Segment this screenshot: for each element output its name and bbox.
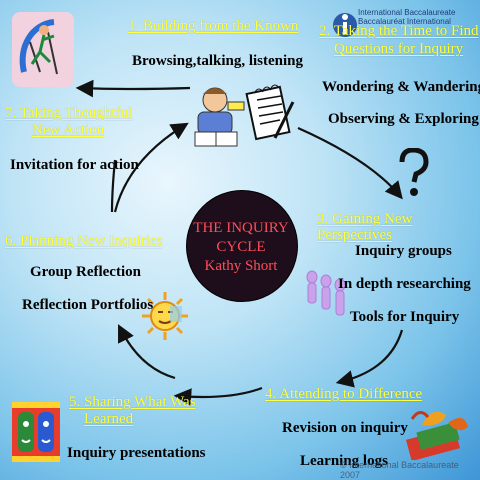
ib-logo-text: International Baccalaureate Baccalauréat…	[358, 8, 455, 26]
step2-item1: Wondering & Wandering	[322, 79, 480, 95]
arrow-6-to-7	[110, 159, 117, 213]
ib-logo-line1: International Baccalaureate	[358, 8, 456, 17]
step7-heading-line2: New Action	[32, 122, 105, 138]
step2-heading-line2: Questions for Inquiry	[334, 41, 464, 57]
climbing-person-icon	[12, 12, 74, 87]
step1-heading: 1. Building from the Known	[128, 18, 299, 34]
step3-item2: In depth researching	[338, 276, 471, 292]
step4-item2: Learning logs	[300, 453, 388, 469]
step3-item3: Tools for Inquiry	[350, 309, 460, 325]
step4-heading: 4. Attending to Difference	[265, 386, 423, 402]
ib-logo-icon	[333, 13, 357, 37]
step4-item1: Revision on inquiry	[282, 420, 408, 436]
arrow-5-to-6	[118, 324, 176, 380]
step5-heading-line2: Learned	[84, 411, 134, 427]
step7-item1: Invitation for action	[10, 157, 139, 173]
step5-item1: Inquiry presentations	[67, 445, 206, 461]
step1-item1: Browsing,talking, listening	[132, 53, 304, 69]
abstract-faces-icon	[12, 402, 60, 462]
question-mark-icon	[399, 148, 429, 196]
notepad-pencil-icon	[245, 84, 295, 141]
step2-heading-line1: 2. Taking the Time to Find	[319, 23, 479, 39]
step6-item2: Reflection Portfolios	[22, 297, 154, 313]
reading-child-icon	[194, 87, 245, 147]
step6-heading: 6. Planning New Inquiries	[5, 233, 163, 249]
arrow-2-to-3	[297, 126, 403, 200]
sun-face-icon	[142, 292, 188, 340]
step3-heading: 3. Gaining New Perspectives	[317, 211, 413, 243]
step3-item1: Inquiry groups	[355, 243, 452, 259]
step7-heading-line1: 7. Taking Thoughtful	[5, 105, 133, 121]
arrow-4-to-5	[173, 386, 263, 406]
center-author: Kathy Short	[204, 258, 278, 274]
arrow-3-to-4	[335, 329, 404, 388]
step6-item1: Group Reflection	[30, 264, 141, 280]
step5-heading-line1: 5. Sharing What Was	[69, 394, 196, 410]
copyright-watermark: © International Baccalaureate 2007	[340, 460, 459, 480]
ib-logo-line2: Baccalauréat International	[358, 17, 451, 26]
arrow-1-to-7	[75, 79, 191, 98]
books-leaf-icon	[406, 411, 468, 460]
center-title-line1: THE INQUIRY	[193, 220, 289, 236]
crowd-people-icon	[306, 270, 346, 316]
step2-item2: Observing & Exploring	[328, 111, 479, 127]
arrow-7-to-1	[113, 122, 189, 213]
center-circle	[186, 190, 298, 302]
center-title-line2: CYCLE	[216, 239, 266, 255]
